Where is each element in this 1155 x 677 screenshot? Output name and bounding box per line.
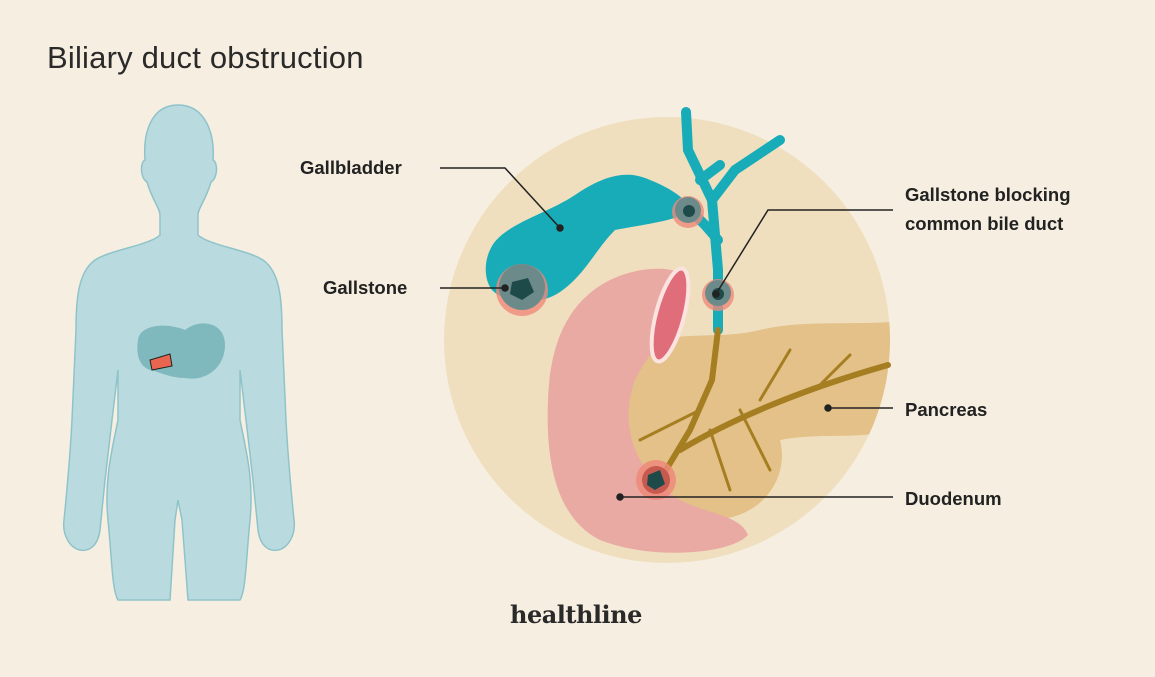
label-pancreas: Pancreas [905, 399, 988, 420]
healthline-logo: healthline [510, 600, 642, 629]
page-title: Biliary duct obstruction [47, 40, 364, 75]
label-blocking-line2: common bile duct [905, 213, 1064, 234]
organs-thumbnail [137, 323, 225, 379]
duodenum-opening [649, 266, 691, 364]
label-duodenum: Duodenum [905, 488, 1002, 509]
leader-lines [440, 167, 893, 501]
pancreatic-duct [638, 327, 891, 492]
label-blocking-line1: Gallstone blocking [905, 184, 1071, 205]
pancreas-shape [620, 322, 890, 520]
label-gallstone: Gallstone [323, 277, 408, 298]
label-gallbladder: Gallbladder [300, 157, 402, 178]
pancreas-thumbnail [149, 353, 173, 371]
duodenum-shape [547, 268, 748, 553]
label-gallstone-blocking: Gallstone blocking common bile duct [905, 180, 1071, 238]
